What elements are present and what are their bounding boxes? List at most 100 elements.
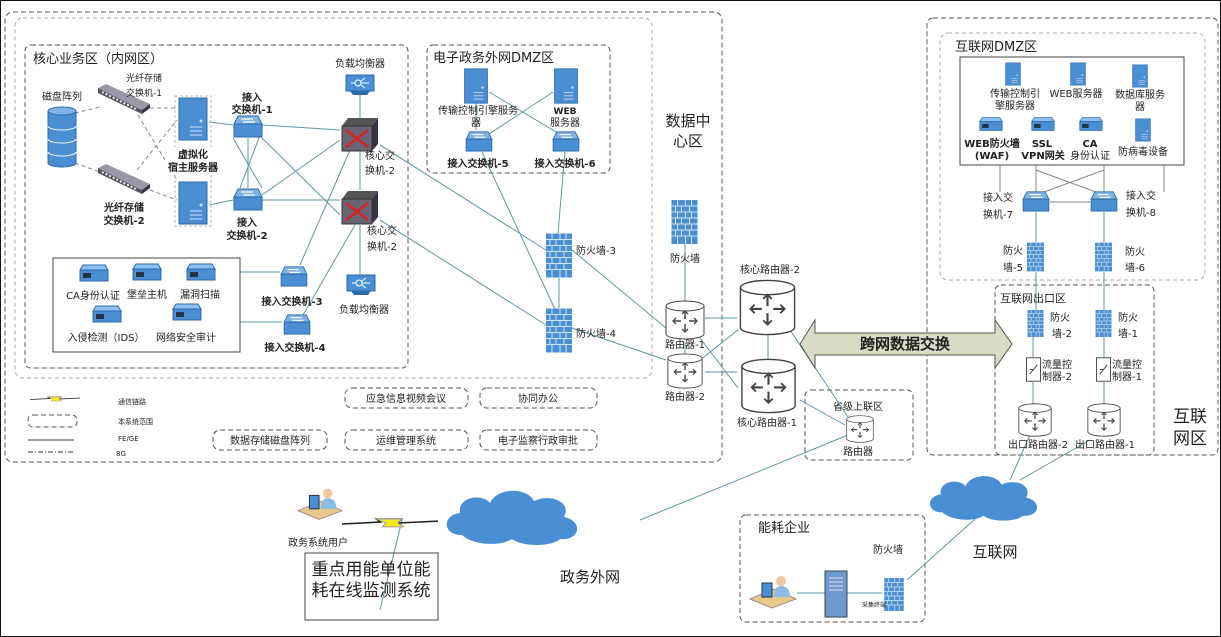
core-switch-2-icon xyxy=(340,189,380,225)
egov-dmz-title: 电子政务外网DMZ区 xyxy=(433,50,554,66)
cross-network-exchange-label: 跨网数据交换 xyxy=(860,335,951,353)
router-1-label: 路由器-1 xyxy=(665,338,705,351)
service-collaboration: 协同办公 xyxy=(518,392,558,405)
access-switch-2-label: 接入 xyxy=(237,216,257,229)
transfer-engine-server-icon xyxy=(464,68,488,104)
ca-label-2: 身份认证 xyxy=(1070,149,1110,162)
exit-router-2-icon xyxy=(1018,403,1052,437)
dc-firewall-icon xyxy=(671,200,698,244)
router-1-icon xyxy=(665,300,705,340)
web-server-icon xyxy=(554,68,578,104)
firewall-5-label: 防火 xyxy=(1003,244,1023,257)
firewall-4-label: 防火墙-4 xyxy=(576,327,616,340)
core-router-2-label: 核心路由器-2 xyxy=(740,263,800,276)
waf-label: WEB防火墙 xyxy=(964,137,1019,150)
access-switch-8-label: 接入交 xyxy=(1126,189,1156,202)
transfer-engine-label: 传输控制引 xyxy=(990,87,1040,100)
access-switch-5-icon xyxy=(465,131,493,152)
ca-label: CA xyxy=(1082,139,1097,150)
access-switch-4-icon xyxy=(283,314,311,335)
load-balancer-2-label: 负载均衡器 xyxy=(339,303,389,316)
energy-monitoring-system-box xyxy=(304,552,439,621)
fiber-switch-2-icon xyxy=(97,164,151,194)
flow-controller-2-label-2: 制器-2 xyxy=(1042,370,1072,383)
legend-fe-ge: FE/GE xyxy=(118,435,139,443)
router-2-label: 路由器-2 xyxy=(665,390,705,403)
energy-monitoring-system-label: 重点用能单位能 xyxy=(312,560,431,580)
core-router-1-icon xyxy=(740,358,797,414)
dc-firewall-label: 防火墙 xyxy=(670,252,700,265)
disk-array-icon xyxy=(47,106,77,168)
lightning-link-icon xyxy=(30,396,80,402)
internet-cloud-icon xyxy=(929,476,1038,521)
access-switch-2-icon xyxy=(233,188,263,211)
firewall-5-label-2: 墙-5 xyxy=(1003,261,1023,274)
internet-cloud-label: 互联网 xyxy=(972,543,1017,561)
internet-zone xyxy=(926,17,1219,456)
provincial-zone xyxy=(804,389,914,461)
ssl-vpn-icon xyxy=(1031,117,1055,131)
energy-monitoring-system-label-2: 耗在线监测系统 xyxy=(312,581,431,601)
load-balancer-1-icon xyxy=(345,74,375,96)
service-storage: 数据存储磁盘阵列 xyxy=(230,434,310,447)
data-center-title: 数据中 xyxy=(665,112,710,130)
load-balancer-1-label: 负载均衡器 xyxy=(335,57,385,70)
firewall-2-icon xyxy=(1027,310,1044,337)
data-center-title-2: 心区 xyxy=(673,132,703,150)
web-server-label-2: 服务器 xyxy=(550,116,580,129)
ca-auth-label: CA身份认证 xyxy=(66,289,120,302)
core-router-1-label: 核心路由器-1 xyxy=(737,416,797,429)
security-audit-label: 网络安全审计 xyxy=(156,331,216,344)
web-server-icon xyxy=(1070,62,1086,86)
exit-router-2-label: 出口路由器-2 xyxy=(1008,438,1068,451)
enterprise-firewall-icon xyxy=(883,578,905,611)
ssl-vpn-label-2: VPN网关 xyxy=(1021,149,1064,162)
access-switch-2-label-2: 交换机-2 xyxy=(226,229,267,242)
virt-host-label-2: 宿主服务器 xyxy=(168,161,219,174)
firewall-1-icon xyxy=(1095,310,1112,337)
core-router-2-icon xyxy=(739,279,796,336)
access-switch-3-icon xyxy=(280,266,308,287)
service-list: 应急信息视频会议 协同办公 数据存储磁盘阵列 运维管理系统 电子监察行政审批 xyxy=(212,387,598,451)
internet-dmz-title: 互联网DMZ区 xyxy=(955,40,1037,55)
gov-user-icon xyxy=(297,488,343,520)
database-server-icon xyxy=(1132,64,1148,88)
waf-label-2: (WAF) xyxy=(975,151,1009,162)
access-switch-4-label: 接入交换机-4 xyxy=(264,341,325,354)
provincial-router-label: 路由器 xyxy=(843,445,873,458)
energy-enterprise-zone xyxy=(739,514,926,623)
flow-controller-1-label-2: 制器-1 xyxy=(1112,370,1142,383)
firewall-6-icon xyxy=(1095,242,1112,272)
access-switch-8-icon xyxy=(1090,191,1118,212)
legend-comm-link: 通信链路 xyxy=(118,397,146,406)
core-business-zone xyxy=(24,44,409,369)
internet-exit-title: 互联网出口区 xyxy=(1000,291,1066,305)
internet-exit-zone xyxy=(994,284,1155,456)
database-server-label-2: 器 xyxy=(1135,101,1145,113)
bastion-host-label: 堡垒主机 xyxy=(127,288,167,301)
core-switch-2-label-2: 换机-2 xyxy=(367,240,397,253)
egov-network-cloud-icon xyxy=(446,490,578,545)
enterprise-firewall-label: 防火墙 xyxy=(873,543,903,556)
load-balancer-2-icon xyxy=(346,274,376,296)
egov-network-label: 政务外网 xyxy=(560,568,620,586)
firewall-6-label: 防火 xyxy=(1125,245,1145,258)
firewall-5-icon xyxy=(1027,242,1044,272)
flow-controller-2-label: 流量控 xyxy=(1042,358,1072,371)
exit-router-1-icon xyxy=(1087,403,1121,437)
waf-icon xyxy=(979,117,1003,131)
fiber-switch-2-label: 光纤存储 xyxy=(103,201,144,214)
firewall-3-label: 防火墙-3 xyxy=(576,244,616,257)
fiber-switch-1-label-2: 交换机-1 xyxy=(126,87,162,99)
enterprise-user-icon xyxy=(749,575,797,609)
transfer-engine-label-2: 擎服务器 xyxy=(995,99,1035,112)
exit-router-1-label: 出口路由器-1 xyxy=(1075,438,1135,451)
database-server-label: 数据库服务 xyxy=(1115,88,1165,101)
flow-controller-1-icon xyxy=(1096,357,1111,382)
firewall-2-label-2: 墙-2 xyxy=(1052,327,1072,340)
ids-icon xyxy=(92,305,122,323)
comm-link-lightning-icon xyxy=(342,518,438,528)
vuln-scan-label: 漏洞扫描 xyxy=(180,288,220,301)
access-switch-5-label: 接入交换机-5 xyxy=(447,157,508,170)
